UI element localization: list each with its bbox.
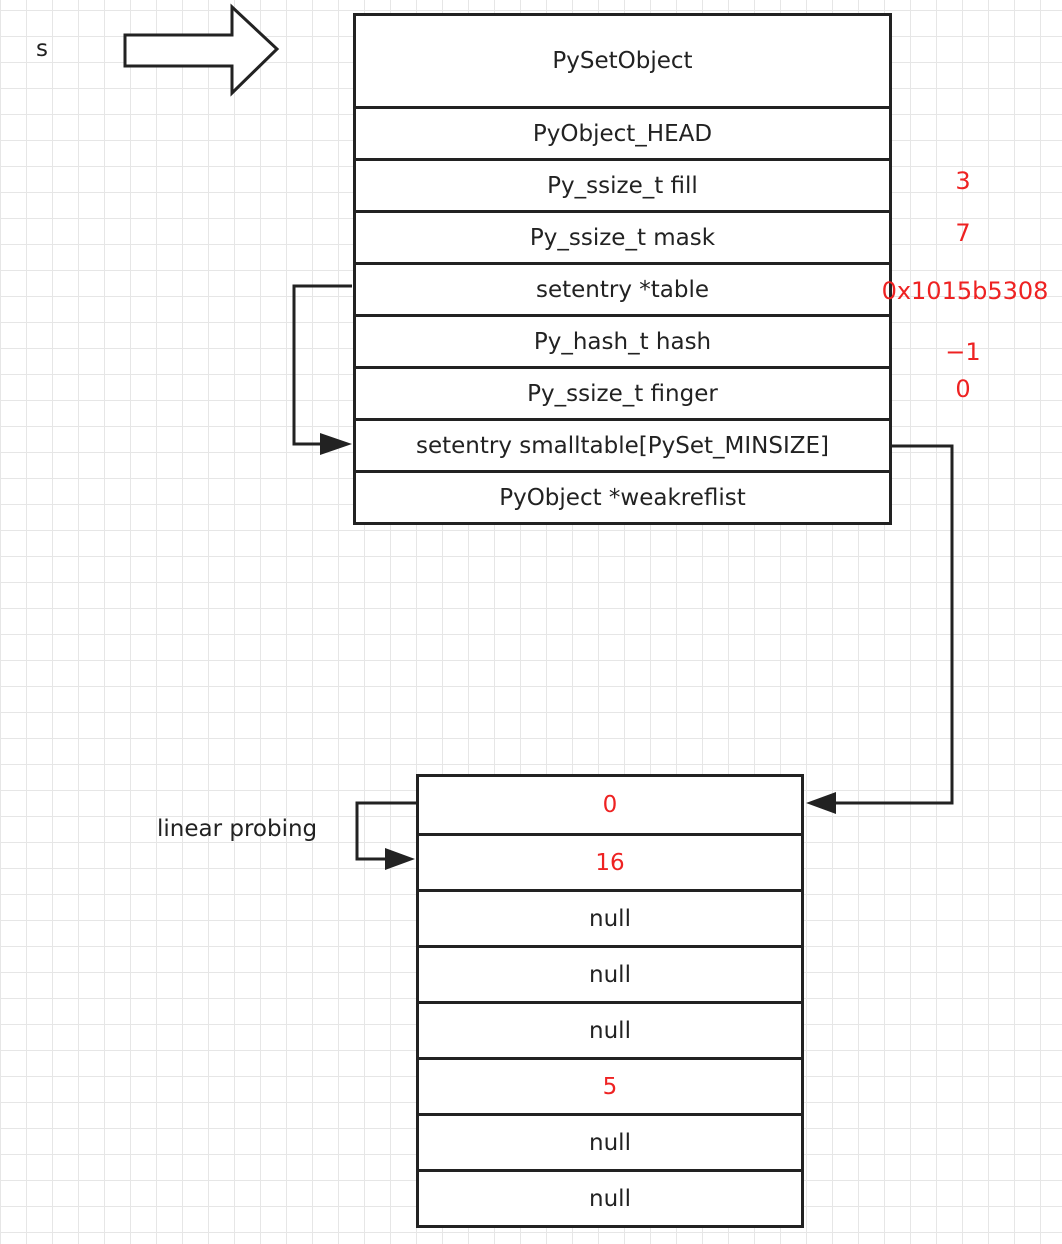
smalltable-entry: null bbox=[419, 1001, 801, 1057]
linear-probing-label: linear probing bbox=[157, 816, 318, 842]
struct-field-hash: Py_hash_t hash bbox=[356, 314, 889, 366]
pysetobject-struct: PySetObject PyObject_HEAD Py_ssize_t fil… bbox=[353, 13, 892, 525]
table-to-smalltable-connector bbox=[292, 284, 352, 446]
smalltable-entry: null bbox=[419, 1113, 801, 1169]
linear-probing-connector bbox=[355, 801, 416, 861]
pointer-arrow-icon bbox=[123, 3, 280, 97]
smalltable-entry: null bbox=[419, 945, 801, 1001]
smalltable-entry: null bbox=[419, 889, 801, 945]
struct-field-table: setentry *table bbox=[356, 262, 889, 314]
smalltable-entry: null bbox=[419, 1169, 801, 1225]
linear-probing-arrowhead-icon bbox=[385, 848, 415, 870]
struct-field-head: PyObject_HEAD bbox=[356, 106, 889, 158]
value-mask: 7 bbox=[955, 219, 971, 247]
value-hash: −1 bbox=[945, 338, 981, 366]
struct-title: PySetObject bbox=[552, 48, 693, 74]
struct-field-mask: Py_ssize_t mask bbox=[356, 210, 889, 262]
table-to-smalltable-arrowhead-icon bbox=[320, 433, 352, 455]
value-table: 0x1015b5308 bbox=[881, 277, 1049, 305]
smalltable-to-array-connector bbox=[834, 444, 954, 805]
value-fill: 3 bbox=[955, 167, 971, 195]
struct-field-smalltable: setentry smalltable[PySet_MINSIZE] bbox=[356, 418, 889, 470]
struct-field-finger: Py_ssize_t finger bbox=[356, 366, 889, 418]
smalltable-entry: 16 bbox=[419, 833, 801, 889]
smalltable-entry: 0 bbox=[602, 792, 618, 818]
smalltable-to-array-arrowhead-icon bbox=[806, 792, 836, 814]
struct-field-fill: Py_ssize_t fill bbox=[356, 158, 889, 210]
smalltable-entry: 5 bbox=[419, 1057, 801, 1113]
struct-field-weakreflist: PyObject *weakreflist bbox=[356, 470, 889, 522]
variable-label: s bbox=[36, 36, 48, 62]
value-finger: 0 bbox=[955, 375, 971, 403]
